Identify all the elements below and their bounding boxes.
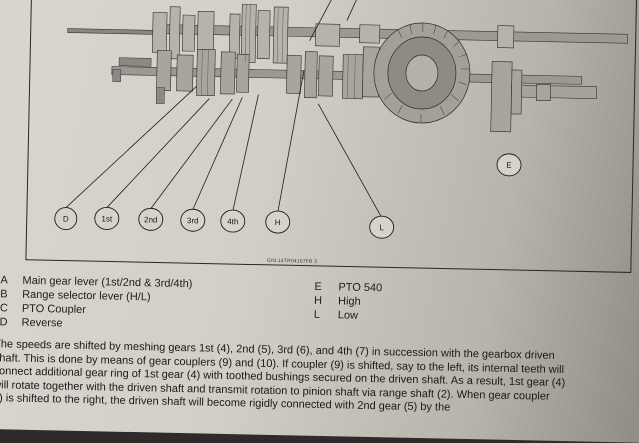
- legend-text: PTO 540: [338, 280, 382, 295]
- callout-bubbles: D 1st 2nd 3rd 4th H L E: [0, 0, 639, 283]
- callout-4th: 4th: [227, 217, 238, 226]
- legend-text: Low: [338, 308, 358, 322]
- legend-key: B: [0, 287, 22, 301]
- callout-d: D: [63, 215, 69, 224]
- callout-e: E: [506, 161, 512, 170]
- callout-1st: 1st: [101, 214, 113, 223]
- legend-text: Reverse: [21, 316, 62, 331]
- legend-row: D Reverse: [0, 315, 192, 333]
- figure-code: GNL14TR04107FB 3: [267, 258, 317, 265]
- legend-key: D: [0, 315, 22, 329]
- callout-2nd: 2nd: [144, 215, 158, 224]
- legend-key: H: [314, 294, 338, 308]
- legend-row: H High: [314, 294, 382, 309]
- legend-right: E PTO 540 H High L Low: [314, 280, 383, 323]
- body-paragraph: The speeds are shifted by meshing gears …: [0, 338, 639, 419]
- legend-text: PTO Coupler: [22, 302, 86, 317]
- callout-3rd: 3rd: [187, 216, 199, 225]
- legend-key: L: [314, 308, 338, 322]
- transmission-diagram: D 1st 2nd 3rd 4th H L E GNL14TR04107FB 3: [0, 0, 639, 283]
- legend-key: E: [314, 280, 338, 294]
- callout-h: H: [275, 218, 281, 227]
- legend-key: C: [0, 301, 22, 315]
- legend-row: L Low: [314, 308, 382, 323]
- legend-row: E PTO 540: [314, 280, 382, 295]
- callout-l: L: [379, 223, 384, 232]
- legend-key: A: [0, 273, 22, 287]
- legend-text: High: [338, 294, 361, 308]
- legend-left: A Main gear lever (1st/2nd & 3rd/4th) B …: [0, 273, 193, 333]
